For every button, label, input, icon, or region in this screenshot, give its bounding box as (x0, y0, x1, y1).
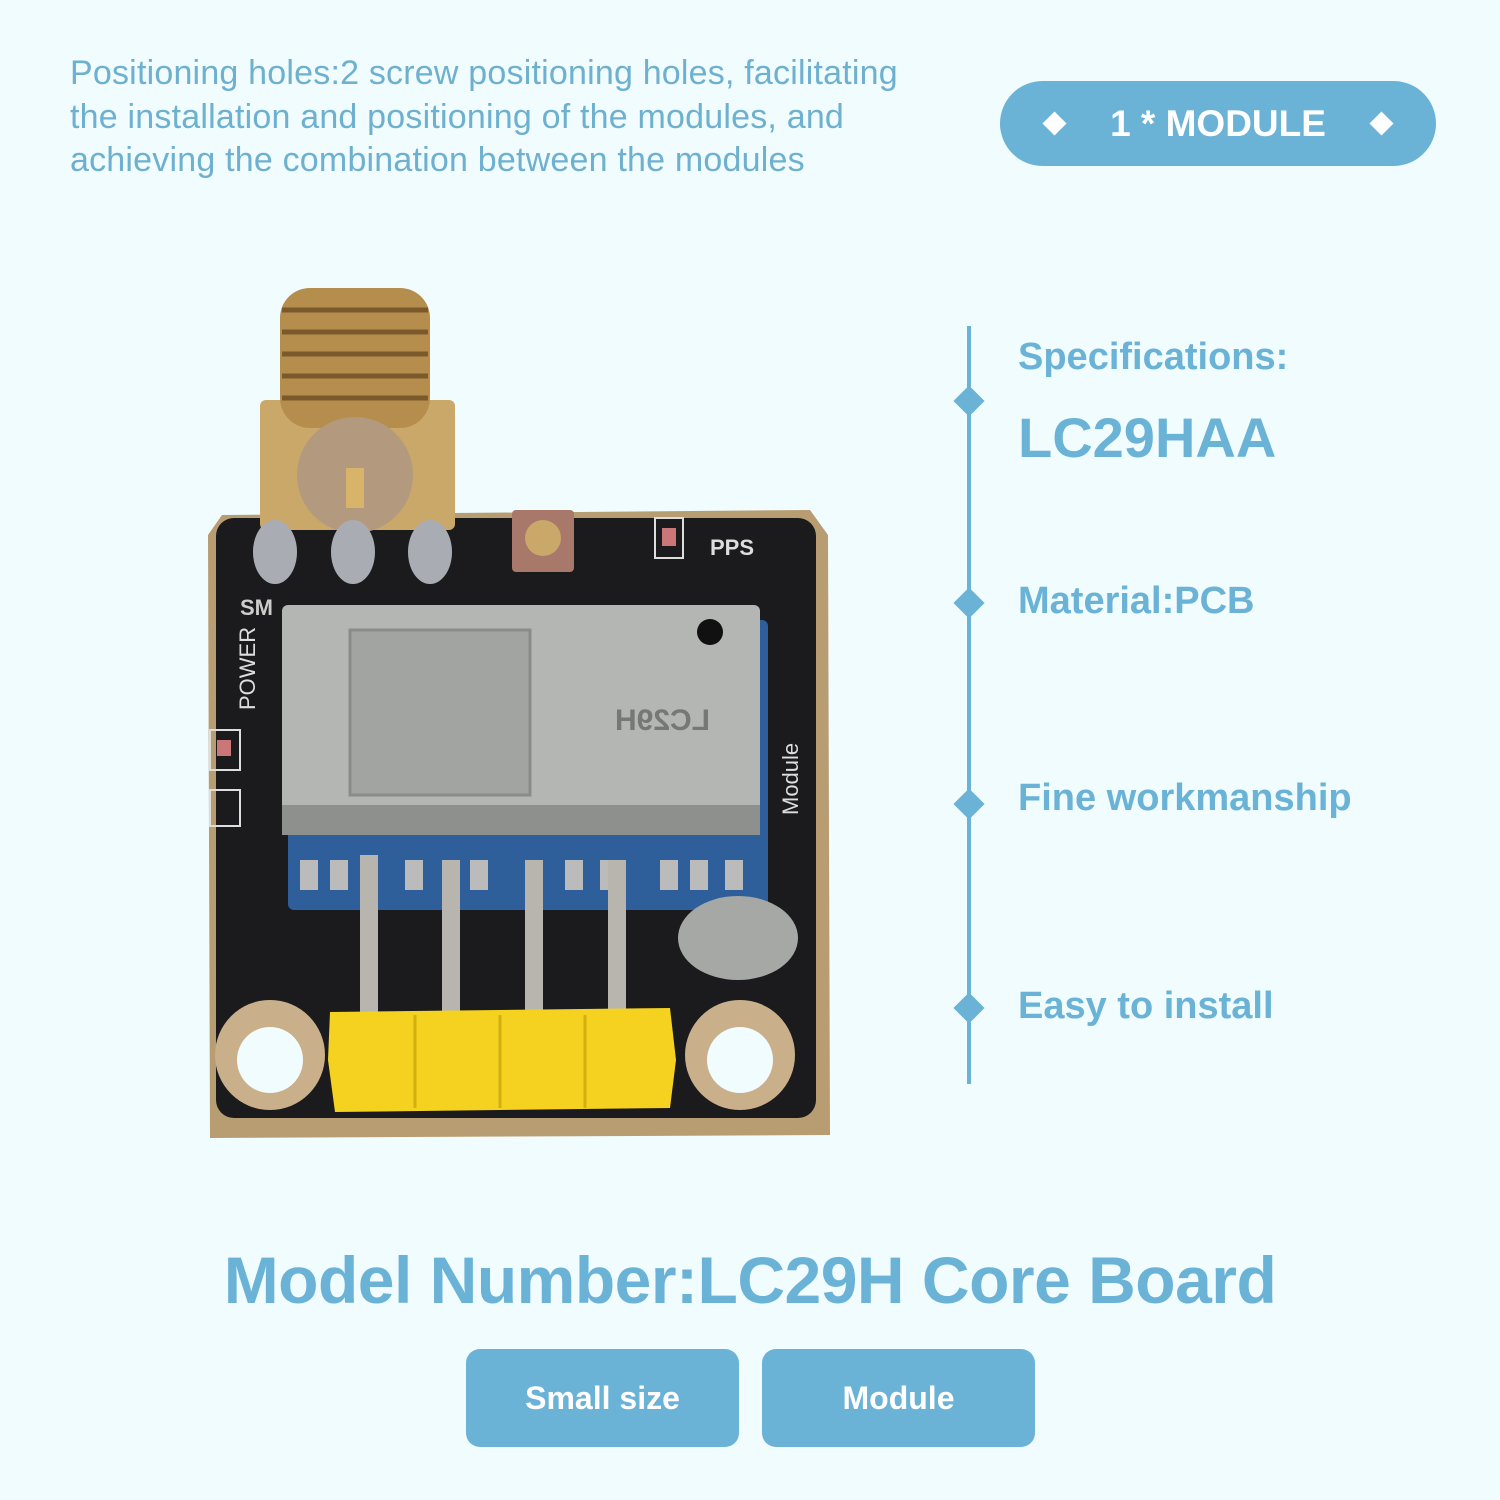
svg-text:SM: SM (240, 595, 273, 620)
quantity-badge: 1 * MODULE (1000, 81, 1436, 166)
diamond-icon (953, 587, 985, 619)
diamond-icon (953, 788, 985, 820)
diamond-icon (1042, 111, 1067, 136)
spec-workmanship: Fine workmanship (1018, 777, 1352, 819)
svg-text:POWER: POWER (235, 627, 260, 710)
tag-module: Module (762, 1349, 1035, 1447)
diamond-icon (1369, 111, 1394, 136)
diamond-icon (953, 385, 985, 417)
specifications-label: Specifications: (1018, 336, 1289, 378)
quantity-label: 1 * MODULE (1110, 102, 1326, 144)
pps-silkscreen: PPS (710, 535, 754, 560)
spec-material: Material:PCB (1018, 580, 1255, 622)
specifications-value: LC29HAA (1018, 406, 1277, 469)
svg-text:LC29H: LC29H (615, 704, 710, 737)
spec-install: Easy to install (1018, 985, 1274, 1027)
diamond-icon (953, 992, 985, 1024)
spec-timeline-line (967, 326, 971, 1084)
svg-text:Module: Module (778, 743, 803, 815)
tag-small-size: Small size (466, 1349, 739, 1447)
model-number-title: Model Number:LC29H Core Board (223, 1243, 1277, 1317)
intro-description: Positioning holes:2 screw positioning ho… (70, 54, 898, 179)
product-image: PPS SM POWER LC29H Module (170, 270, 850, 1150)
